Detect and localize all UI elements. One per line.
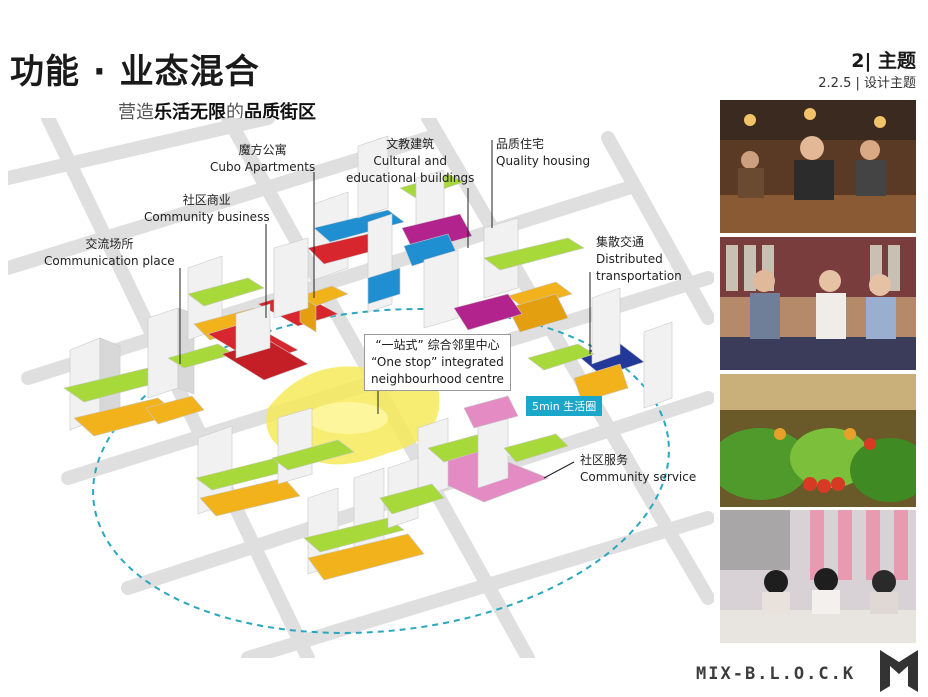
label-community-service: 社区服务 Community service [580, 452, 696, 486]
label-transport-en-2: transportation [596, 269, 682, 283]
label-cultural-en-1: Cultural and [373, 154, 447, 168]
label-communication-place: 交流场所 Communication place [44, 236, 175, 270]
label-cultural-buildings: 文教建筑 Cultural and educational buildings [346, 136, 474, 187]
label-comm-en: Communication place [44, 254, 175, 268]
subtitle-highlight-1: 乐活无限 [154, 102, 226, 123]
five-min-badge: 5min 生活圈 [526, 396, 603, 416]
building-blocks [63, 135, 673, 581]
label-cubo-cn: 魔方公寓 [238, 143, 287, 157]
label-transport-en-1: Distributed [596, 252, 663, 266]
label-housing-cn: 品质住宅 [496, 137, 545, 151]
brand-logo-text: MIX-B.L.O.C.K [696, 664, 856, 684]
section-number: 2| 主题 [851, 50, 916, 72]
page-number: 1 [896, 678, 902, 689]
subtitle-pre: 营造 [118, 102, 154, 123]
leader-lines [179, 140, 591, 479]
label-cubo-en: Cubo Apartments [210, 160, 316, 174]
label-quality-housing: 品质住宅 Quality housing [496, 136, 590, 170]
label-centre-en-1: “One stop” integrated [371, 355, 504, 369]
photo-diners-restaurant [720, 510, 916, 643]
photo-vegetable-market [720, 374, 916, 507]
label-service-cn: 社区服务 [580, 453, 629, 467]
label-neighbourhood-centre: “一站式” 综合邻里中心 “One stop” integrated neigh… [364, 334, 511, 391]
page-title: 功能 · 业态混合 [10, 52, 260, 92]
label-cultural-cn: 文教建筑 [386, 137, 435, 151]
label-centre-en-2: neighbourhood centre [371, 372, 504, 386]
label-centre-cn: “一站式” 综合邻里中心 [375, 338, 500, 352]
label-transport-cn: 集散交通 [596, 235, 645, 249]
section-subtitle: 2.2.5 | 设计主题 [818, 76, 916, 91]
label-business-cn: 社区商业 [182, 193, 231, 207]
label-community-business: 社区商业 Community business [144, 192, 270, 226]
mixed-use-axonometric-diagram [8, 118, 714, 658]
label-cultural-en-2: educational buildings [346, 171, 475, 185]
label-housing-en: Quality housing [496, 154, 591, 168]
label-cubo-apartments: 魔方公寓 Cubo Apartments [210, 142, 315, 176]
label-distributed-transportation: 集散交通 Distributed transportation [596, 234, 682, 285]
photo-cafe-counter [720, 100, 916, 233]
label-comm-cn: 交流场所 [85, 237, 134, 251]
brand-logo-icon: 1 [880, 650, 918, 692]
label-service-en: Community service [580, 470, 697, 484]
photo-clothing-store [720, 237, 916, 370]
label-business-en: Community business [144, 210, 270, 224]
